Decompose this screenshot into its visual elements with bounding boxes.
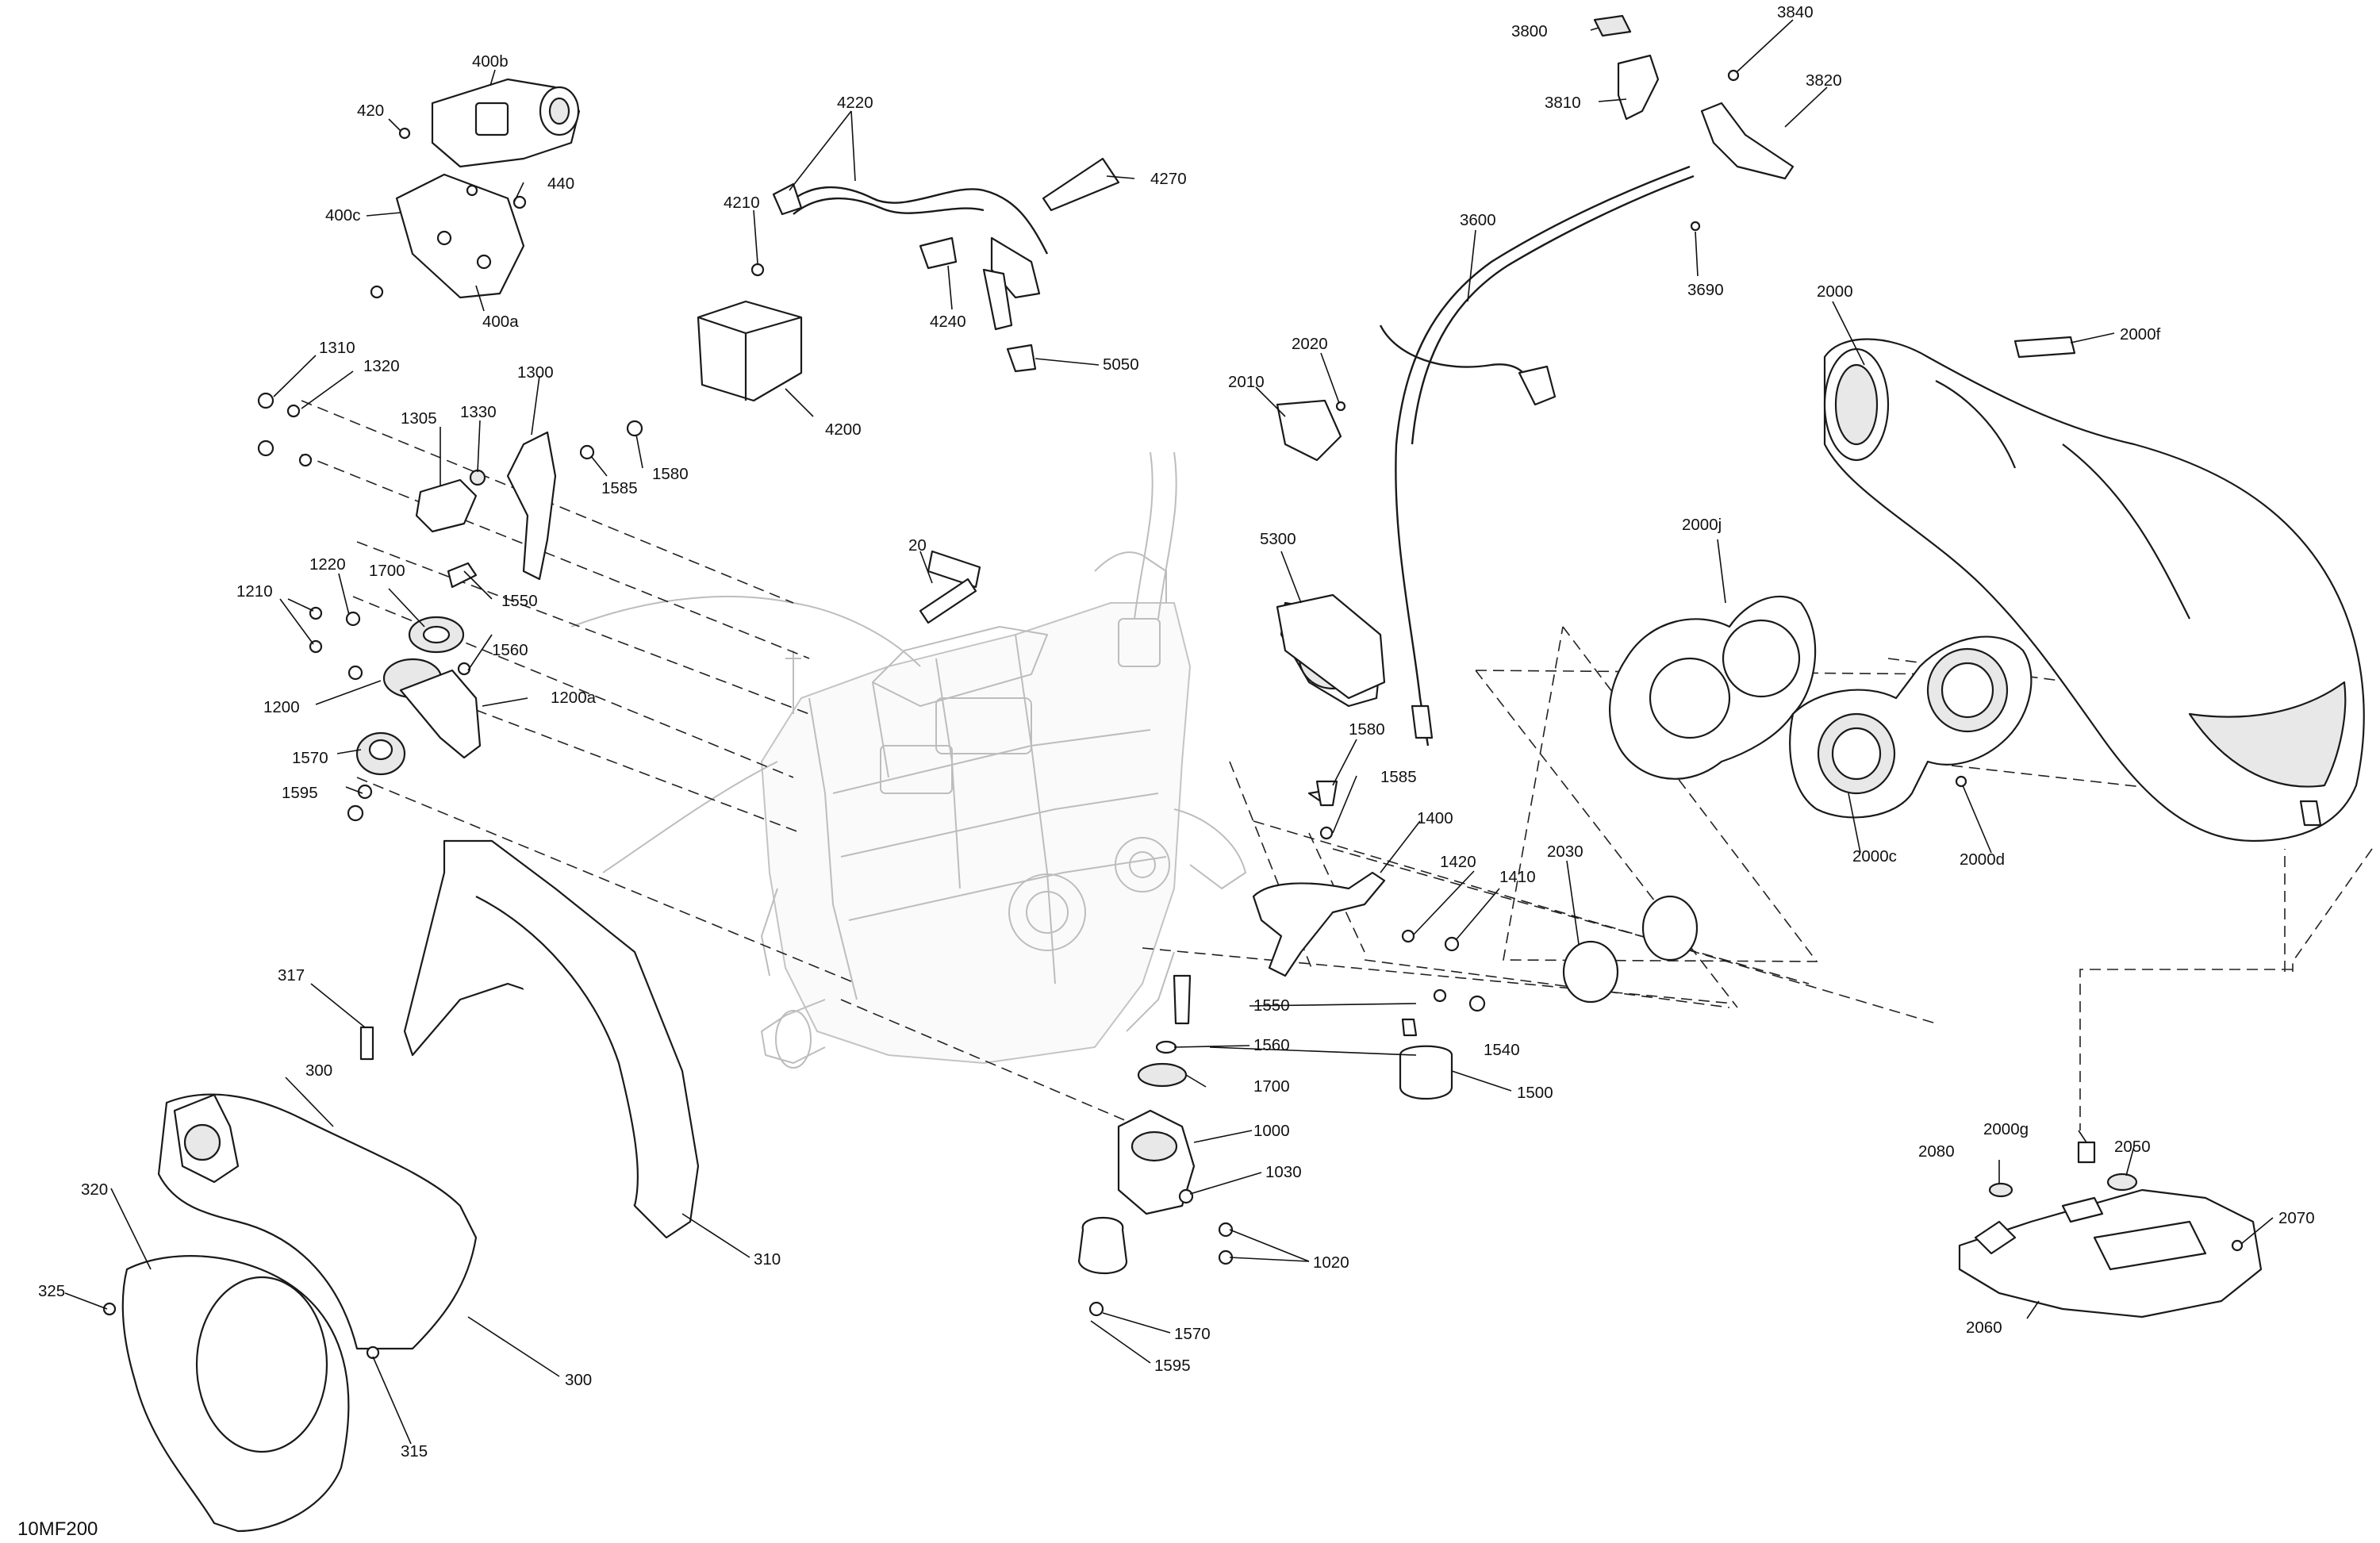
callout-300-upper: 300 bbox=[305, 1061, 332, 1080]
electronic-module-tray bbox=[1958, 1141, 2263, 1318]
callout-4200: 4200 bbox=[825, 420, 862, 439]
callout-1200a: 1200a bbox=[551, 689, 597, 707]
callout-4240: 4240 bbox=[930, 313, 966, 331]
callout-315: 315 bbox=[401, 1442, 428, 1460]
callout-400c: 400c bbox=[325, 206, 360, 225]
callout-2000j: 2000j bbox=[1682, 516, 1722, 534]
callout-2060: 2060 bbox=[1966, 1318, 2002, 1337]
callout-310: 310 bbox=[754, 1250, 781, 1269]
callout-1550-upper: 1550 bbox=[501, 592, 538, 610]
callout-2080: 2080 bbox=[1918, 1142, 1955, 1161]
callout-1210: 1210 bbox=[236, 582, 273, 601]
callout-5050: 5050 bbox=[1103, 355, 1139, 374]
pin-20 bbox=[919, 578, 977, 624]
callout-1000: 1000 bbox=[1253, 1122, 1290, 1140]
callout-1320: 1320 bbox=[363, 357, 400, 375]
callout-400a: 400a bbox=[482, 313, 519, 331]
callout-300-lower: 300 bbox=[565, 1371, 592, 1389]
gasket-plate bbox=[1609, 595, 1817, 780]
callout-20: 20 bbox=[908, 536, 927, 555]
callout-3840: 3840 bbox=[1777, 3, 1814, 21]
callout-1560-upper: 1560 bbox=[492, 641, 528, 659]
callout-2020: 2020 bbox=[1292, 335, 1328, 353]
callout-labels: 400b 420 400c 440 400a 4220 4210 4270 42… bbox=[38, 3, 2315, 1460]
callout-2000d: 2000d bbox=[1960, 850, 2005, 869]
callout-3690: 3690 bbox=[1687, 281, 1724, 299]
callout-325: 325 bbox=[38, 1282, 65, 1300]
callout-4220: 4220 bbox=[837, 94, 873, 112]
callout-1700-lower: 1700 bbox=[1253, 1077, 1290, 1096]
leader-lines bbox=[64, 19, 2274, 1445]
callout-420: 420 bbox=[357, 102, 384, 120]
callout-2010: 2010 bbox=[1228, 373, 1265, 391]
callout-3800: 3800 bbox=[1511, 22, 1548, 40]
intake-boots bbox=[1789, 635, 2033, 819]
callout-3810: 3810 bbox=[1545, 94, 1581, 112]
callout-1570-lower: 1570 bbox=[1174, 1325, 1211, 1343]
callout-1305: 1305 bbox=[401, 409, 437, 428]
motor-bracket-assembly bbox=[370, 78, 581, 299]
callout-1550-lower: 1550 bbox=[1253, 996, 1290, 1015]
callout-5300: 5300 bbox=[1260, 530, 1296, 548]
callout-1500: 1500 bbox=[1517, 1084, 1553, 1102]
callout-1585-lower: 1585 bbox=[1380, 768, 1417, 786]
callout-2070: 2070 bbox=[2278, 1209, 2315, 1227]
callout-1300: 1300 bbox=[517, 363, 554, 382]
drive-belt-guards bbox=[102, 839, 700, 1533]
callout-400b: 400b bbox=[472, 52, 509, 71]
figure-id: 10MF200 bbox=[17, 1518, 98, 1540]
ignition-coil-assembly bbox=[697, 157, 1120, 402]
cover-5300 bbox=[1276, 593, 1386, 700]
callout-1540: 1540 bbox=[1484, 1041, 1520, 1059]
callout-1560-lower: 1560 bbox=[1253, 1036, 1290, 1054]
callout-440: 440 bbox=[547, 175, 574, 193]
callout-2000f: 2000f bbox=[2120, 325, 2161, 344]
callout-1020: 1020 bbox=[1313, 1253, 1349, 1272]
callout-4270: 4270 bbox=[1150, 170, 1187, 188]
callout-1570-upper: 1570 bbox=[292, 749, 328, 767]
callout-1585-upper: 1585 bbox=[601, 479, 638, 497]
callout-320: 320 bbox=[81, 1180, 108, 1199]
cable-and-bracket-assembly bbox=[1276, 14, 1795, 747]
callout-2030: 2030 bbox=[1547, 843, 1583, 861]
engine-ghost-outline bbox=[570, 451, 1246, 1069]
callout-3820: 3820 bbox=[1806, 71, 1842, 90]
callout-1420: 1420 bbox=[1440, 853, 1476, 871]
callout-1580-lower: 1580 bbox=[1349, 720, 1385, 739]
callout-1400: 1400 bbox=[1417, 809, 1453, 827]
callout-1030: 1030 bbox=[1265, 1163, 1302, 1181]
callout-3600: 3600 bbox=[1460, 211, 1496, 229]
callout-1410: 1410 bbox=[1499, 868, 1536, 886]
left-engine-mounts bbox=[257, 392, 981, 822]
callout-4210: 4210 bbox=[724, 194, 760, 212]
callout-2000c: 2000c bbox=[1852, 847, 1897, 866]
air-intake-silencer bbox=[1823, 336, 2365, 843]
callout-1700-upper: 1700 bbox=[369, 562, 405, 580]
callout-1200: 1200 bbox=[263, 698, 300, 716]
callout-317: 317 bbox=[278, 966, 305, 985]
callout-2000: 2000 bbox=[1817, 282, 1853, 301]
callout-1220: 1220 bbox=[309, 555, 346, 574]
callout-2000g: 2000g bbox=[1983, 1120, 2029, 1138]
callout-1580-upper: 1580 bbox=[652, 465, 689, 483]
callout-1310: 1310 bbox=[319, 339, 355, 357]
bolt-1580-right bbox=[1315, 780, 1338, 807]
callout-1595-lower: 1595 bbox=[1154, 1357, 1191, 1375]
callout-1330: 1330 bbox=[460, 403, 497, 421]
callout-1595-upper: 1595 bbox=[282, 784, 318, 802]
callout-2050: 2050 bbox=[2114, 1138, 2151, 1156]
